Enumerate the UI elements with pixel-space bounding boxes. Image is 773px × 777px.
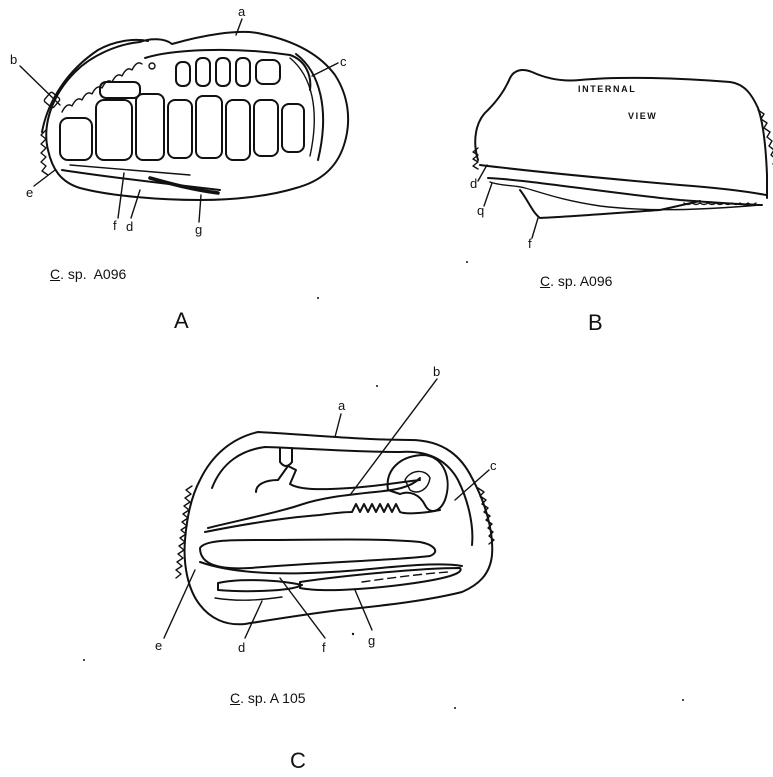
species-designation: . sp. A 105 — [240, 690, 305, 706]
panel-a-upper-loculi — [100, 58, 280, 98]
leader-d — [478, 165, 487, 181]
label-f: f — [322, 640, 326, 655]
leader-g — [355, 590, 372, 630]
loculus — [96, 100, 132, 160]
genus-abbreviation: C — [540, 273, 550, 289]
panel-a-labels: a b c e f d g — [10, 4, 347, 237]
label-d: d — [126, 219, 133, 234]
panel-a-drawing: a b c e f d g — [10, 4, 348, 237]
leader-f — [280, 578, 325, 638]
panel-c-caption: C. sp. A 105 — [230, 690, 306, 706]
panel-b-leader-lines — [478, 165, 538, 238]
speck — [454, 707, 456, 709]
leader-q — [484, 183, 492, 206]
panel-b-letter: B — [588, 310, 603, 336]
label-c: c — [340, 54, 347, 69]
panel-a-caption: C. sp. A096 — [50, 266, 126, 282]
label-b: b — [10, 52, 17, 67]
panel-a-letter: A — [174, 308, 189, 334]
label-g: g — [195, 222, 202, 237]
speck — [352, 633, 354, 635]
label-q: q — [477, 203, 484, 218]
loculus — [282, 104, 304, 152]
panel-c-anterior-lobe — [256, 466, 420, 492]
leader-f — [532, 218, 538, 238]
label-f: f — [528, 236, 532, 251]
loculus — [100, 82, 140, 98]
label-e: e — [155, 638, 162, 653]
panel-b-drawing: INTERNAL VIEW d q f — [470, 70, 773, 251]
speck — [83, 659, 85, 661]
label-a: a — [238, 4, 246, 19]
panel-c-letter: C — [290, 748, 306, 774]
panel-a-ventral-ridge — [150, 178, 218, 193]
leader-e — [164, 570, 195, 638]
loculus — [60, 118, 92, 160]
speck — [376, 385, 378, 387]
panel-c-dorsal-notch — [280, 448, 292, 466]
loculus — [226, 100, 250, 160]
panel-c-ventral-margin — [215, 597, 282, 600]
speck — [317, 297, 319, 299]
leader-b — [20, 66, 60, 105]
panel-a-ventral-band — [62, 170, 220, 190]
view-label-line2: VIEW — [628, 111, 657, 121]
species-designation: . sp. A096 — [550, 273, 612, 289]
species-designation: . sp. A096 — [60, 266, 126, 282]
genus-abbreviation: C — [230, 690, 240, 706]
label-e: e — [26, 185, 33, 200]
panel-b-selvage — [488, 178, 762, 205]
loculus — [216, 58, 230, 86]
panel-c-ventral-loculus — [200, 540, 435, 569]
loculus — [256, 60, 280, 84]
label-d: d — [238, 640, 245, 655]
loculus — [254, 100, 278, 156]
speck — [466, 261, 468, 263]
label-d: d — [470, 176, 477, 191]
loculus — [136, 94, 164, 160]
genus-abbreviation: C — [50, 266, 60, 282]
panel-a-pore — [149, 63, 155, 69]
loculus — [196, 58, 210, 86]
panel-c-toothed-septum — [205, 504, 440, 532]
view-label-line1: INTERNAL — [578, 84, 636, 94]
loculus — [176, 62, 190, 86]
loculus — [236, 58, 250, 86]
label-a: a — [338, 398, 346, 413]
panel-a-lower-loculi — [60, 94, 304, 160]
leader-d — [245, 601, 262, 638]
leader-b — [350, 379, 437, 495]
leader-a — [335, 414, 341, 437]
speck — [682, 699, 684, 701]
loculus — [196, 96, 222, 158]
label-c: c — [490, 458, 497, 473]
panel-b-caption: C. sp. A096 — [540, 273, 612, 289]
panel-c-anterior-serration — [176, 486, 192, 578]
panel-c-drawing: a b c e d f g — [155, 364, 497, 655]
label-f: f — [113, 218, 117, 233]
leader-d — [131, 190, 140, 218]
loculus — [168, 100, 192, 158]
label-b: b — [433, 364, 440, 379]
panel-b-inner-margin — [480, 165, 766, 195]
panel-a-leader-lines — [20, 19, 338, 222]
panel-a-posterior-rib — [296, 54, 323, 160]
label-g: g — [368, 633, 375, 648]
